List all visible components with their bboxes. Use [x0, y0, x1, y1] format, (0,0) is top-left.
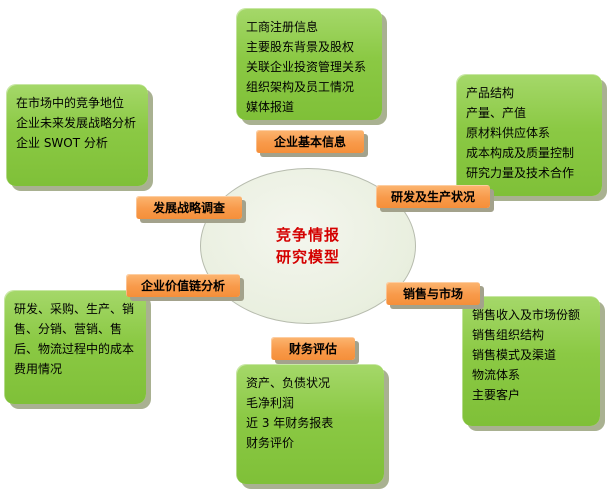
- detail-line: 工商注册信息: [246, 20, 319, 34]
- detail-box-basic-info: 工商注册信息 主要股东背景及股权 关联企业投资管理关系 组织架构及员工情况 媒体…: [236, 8, 382, 120]
- detail-line: 产品结构: [466, 86, 515, 100]
- detail-line: 近 3 年财务报表: [246, 416, 334, 430]
- center-title-line2: 研究模型: [275, 248, 340, 266]
- node-sales-market: 销售与市场: [386, 282, 480, 305]
- detail-line: 研究力量及技术合作: [466, 166, 575, 180]
- detail-line: 财务评价: [246, 436, 295, 450]
- node-finance-evaluation: 财务评估: [271, 337, 355, 360]
- detail-line: 组织架构及员工情况: [246, 80, 355, 94]
- detail-box-value-chain: 研发、采购、生产、销售、分销、营销、售后、物流过程中的成本费用情况: [4, 290, 146, 404]
- detail-line: 在市场中的竞争地位: [16, 96, 125, 110]
- detail-line: 主要客户: [472, 388, 521, 402]
- detail-line: 关联企业投资管理关系: [246, 60, 367, 74]
- detail-line: 销售组织结构: [472, 328, 545, 342]
- node-basic-info: 企业基本信息: [256, 130, 364, 153]
- detail-line: 企业未来发展战略分析: [16, 116, 137, 130]
- node-strategy-survey: 发展战略调查: [136, 196, 242, 219]
- detail-line: 物流体系: [472, 368, 521, 382]
- detail-box-finance: 资产、负债状况 毛净利润 近 3 年财务报表 财务评价: [236, 364, 384, 484]
- detail-line: 主要股东背景及股权: [246, 40, 355, 54]
- detail-line: 销售收入及市场份额: [472, 308, 581, 322]
- detail-box-strategy: 在市场中的竞争地位 企业未来发展战略分析 企业 SWOT 分析: [6, 84, 148, 186]
- detail-line: 媒体报道: [246, 100, 295, 114]
- center-title: 竞争情报 研究模型: [276, 224, 340, 268]
- detail-line: 毛净利润: [246, 396, 295, 410]
- detail-text: 研发、采购、生产、销售、分销、营销、售后、物流过程中的成本费用情况: [14, 302, 135, 376]
- node-value-chain-analysis: 企业价值链分析: [126, 274, 240, 297]
- detail-line: 企业 SWOT 分析: [16, 136, 108, 150]
- center-title-line1: 竞争情报: [275, 226, 340, 244]
- detail-box-rd-production: 产品结构 产量、产值 原材料供应体系 成本构成及质量控制 研究力量及技术合作: [456, 74, 602, 196]
- detail-line: 产量、产值: [466, 106, 527, 120]
- detail-line: 原材料供应体系: [466, 126, 551, 140]
- detail-line: 资产、负债状况: [246, 376, 331, 390]
- detail-box-sales-market: 销售收入及市场份额 销售组织结构 销售模式及渠道 物流体系 主要客户: [462, 296, 600, 426]
- detail-line: 成本构成及质量控制: [466, 146, 575, 160]
- node-rd-production: 研发及生产状况: [376, 185, 490, 208]
- detail-line: 销售模式及渠道: [472, 348, 557, 362]
